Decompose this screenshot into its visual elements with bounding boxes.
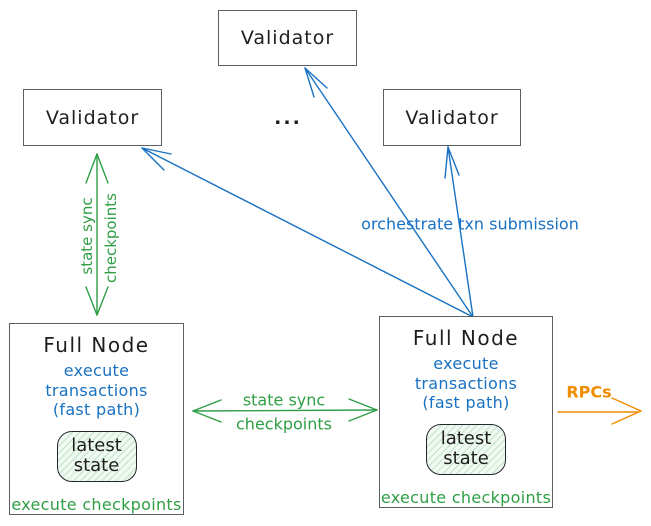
validator-box-right[interactable]: Validator: [383, 89, 521, 146]
state-sync-vertical-label-1: state sync: [78, 197, 96, 275]
full-node-right-exec-transactions: execute transactions (fast path): [380, 354, 552, 413]
full-node-box-left[interactable]: Full Node execute transactions (fast pat…: [9, 323, 184, 515]
full-node-right-exec-checkpoints: execute checkpoints: [380, 488, 552, 507]
validator-left-label: Validator: [45, 106, 140, 129]
validator-right-label: Validator: [405, 106, 499, 129]
exec-transactions-line2: (fast path): [422, 393, 510, 413]
validator-top-label: Validator: [240, 27, 335, 49]
full-node-left-title: Full Node: [43, 333, 150, 357]
latest-state-line2: state: [443, 448, 489, 470]
state-sync-horizontal-label-1: state sync: [242, 390, 326, 410]
latest-state-line2: state: [73, 455, 120, 477]
full-node-left-exec-transactions: execute transactions (fast path): [10, 361, 183, 420]
exec-transactions-line1: execute transactions: [414, 354, 518, 393]
state-sync-vertical-label-2: checkpoints: [102, 193, 120, 283]
full-node-left-exec-checkpoints: execute checkpoints: [11, 495, 182, 514]
exec-transactions-line2: (fast path): [52, 400, 141, 420]
arrow-rpcs: [557, 397, 642, 425]
orchestrate-txn-submission-label: orchestrate txn submission: [361, 214, 579, 234]
state-sync-horizontal-label-2: checkpoints: [236, 414, 332, 434]
full-node-right-title: Full Node: [412, 326, 520, 350]
latest-state-line1: latest: [71, 435, 122, 457]
rpcs-label: RPCs: [566, 382, 612, 402]
full-node-box-right[interactable]: Full Node execute transactions (fast pat…: [379, 316, 553, 508]
latest-state-box-left[interactable]: latest state: [56, 430, 137, 482]
validator-box-left[interactable]: Validator: [23, 89, 162, 146]
latest-state-box-right[interactable]: latest state: [426, 423, 506, 475]
exec-transactions-line1: execute transactions: [45, 361, 148, 400]
latest-state-line1: latest: [440, 428, 492, 450]
validator-box-top[interactable]: Validator: [218, 10, 357, 66]
validator-ellipsis: ...: [274, 107, 302, 129]
